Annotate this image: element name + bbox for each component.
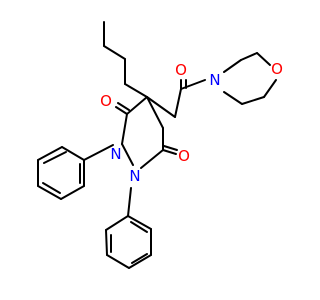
bond [240, 52, 258, 61]
bond [140, 149, 164, 169]
bond [131, 253, 148, 264]
bond [43, 151, 67, 164]
bond [127, 187, 132, 217]
ring-nitrogen-1-label: N [110, 145, 121, 163]
bond [103, 45, 126, 60]
bonds [37, 21, 277, 269]
bond [223, 91, 243, 105]
molecule-structure-diagram: O N O O O N N [37, 21, 283, 269]
bond [256, 52, 271, 66]
bond [241, 96, 265, 105]
ring-nitrogen-2-label: N [129, 167, 140, 185]
bond [121, 113, 128, 145]
right-carbonyl-oxygen-label: O [178, 147, 190, 165]
bond [105, 215, 129, 231]
bond [163, 145, 178, 151]
bond [126, 96, 148, 115]
amide-oxygen-label: O [175, 61, 187, 79]
bond [115, 106, 128, 115]
morpholine-oxygen-label: O [271, 60, 283, 78]
atom-labels: O N O O O N N [100, 60, 283, 185]
bond [162, 149, 177, 155]
morpholine-nitrogen-label: N [209, 71, 220, 89]
left-carbonyl-oxygen-label: O [100, 92, 112, 110]
bond [37, 185, 62, 200]
bond [121, 143, 134, 166]
bond [263, 79, 277, 98]
bond [180, 79, 206, 90]
bond [223, 59, 242, 73]
bond [83, 144, 114, 161]
bond [60, 185, 85, 200]
bond [124, 83, 148, 98]
bond [37, 146, 63, 161]
bond [128, 254, 152, 269]
bond [105, 229, 108, 256]
bond [174, 88, 182, 118]
bond [61, 146, 85, 161]
bond [42, 182, 61, 194]
bond [127, 215, 152, 230]
bond [130, 221, 148, 233]
bond [146, 96, 176, 118]
bond [146, 96, 164, 129]
bond [106, 254, 130, 269]
bond [117, 102, 130, 111]
